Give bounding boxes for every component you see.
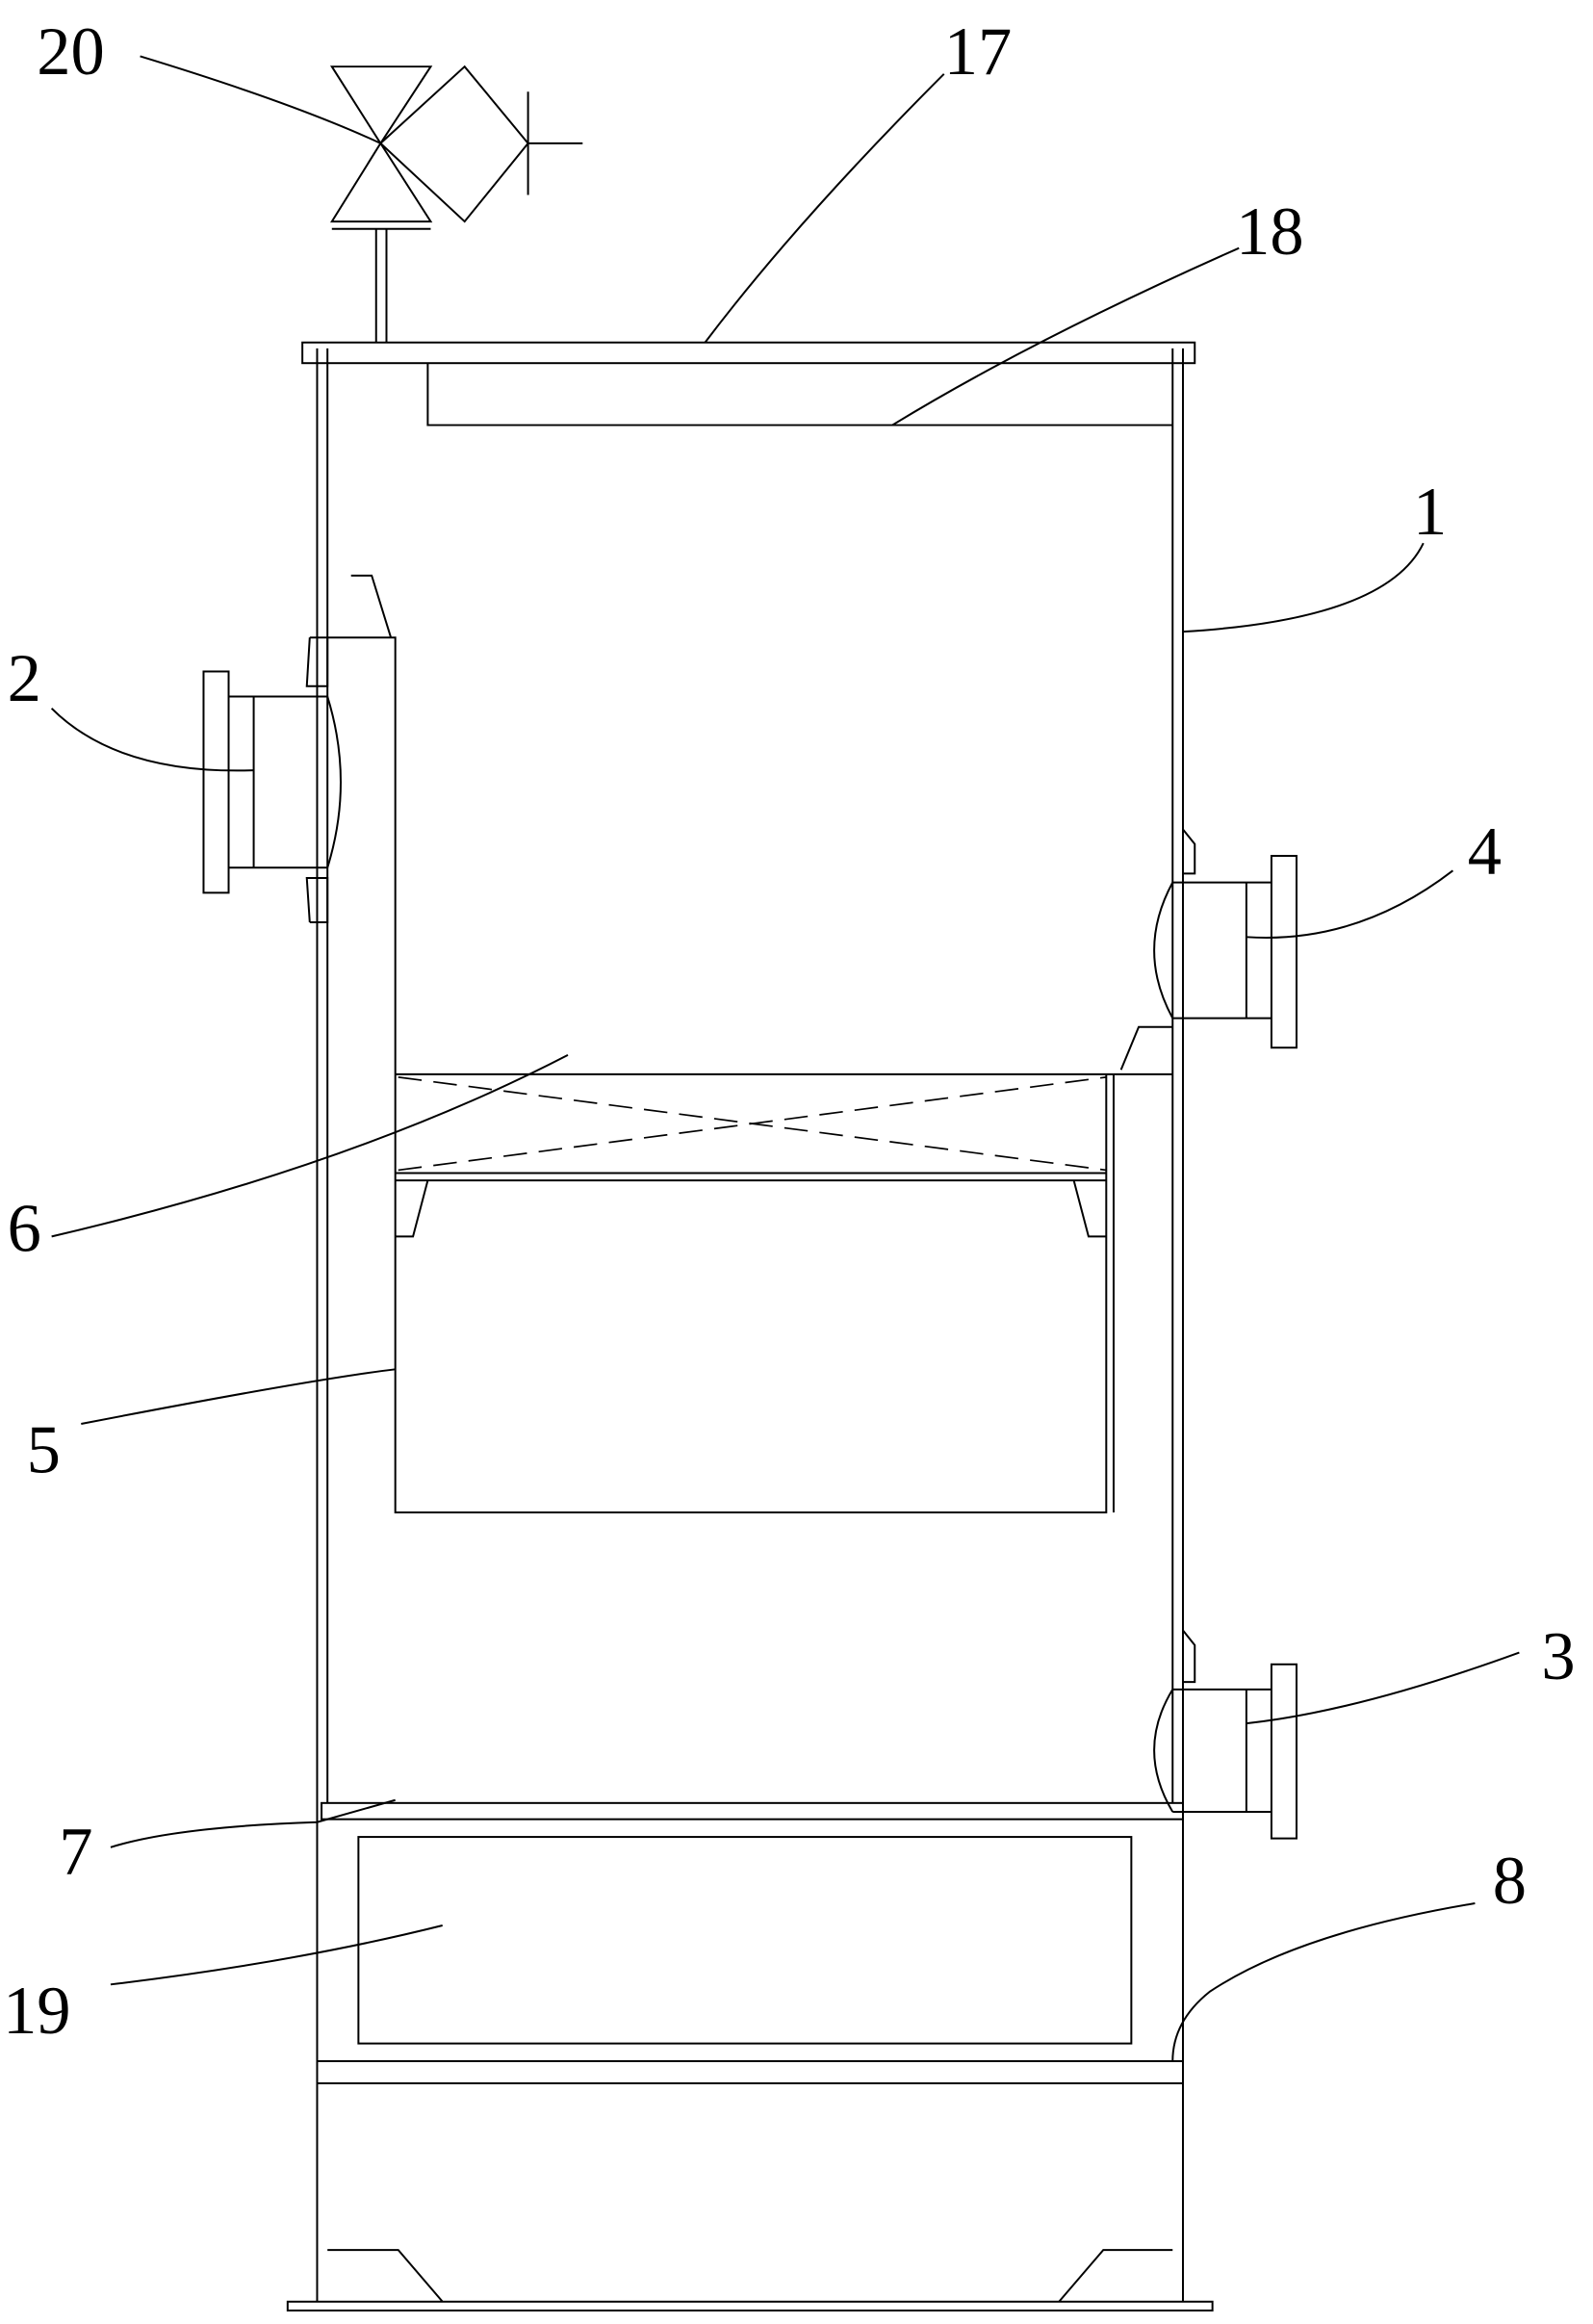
baffle-plate-18 — [426, 363, 1173, 426]
label-6: 6 — [8, 1192, 41, 1267]
label-1: 1 — [1413, 475, 1447, 550]
skirt-8 — [286, 1836, 1214, 2311]
label-3: 3 — [1541, 1619, 1575, 1694]
nozzle-4 — [1153, 828, 1298, 1049]
mesh-layer-6 — [395, 1072, 1114, 1182]
inner-cylinder-5 — [327, 574, 1173, 1513]
top-cover-17 — [301, 341, 1196, 365]
label-17: 17 — [944, 14, 1012, 90]
nozzle-3 — [1153, 1629, 1298, 1840]
label-19: 19 — [3, 1974, 70, 2049]
label-7: 7 — [59, 1814, 92, 1889]
label-20: 20 — [37, 14, 104, 90]
label-18: 18 — [1236, 194, 1303, 270]
label-8: 8 — [1493, 1844, 1527, 1919]
access-opening-19 — [357, 1836, 1133, 2045]
partition-plate-7 — [321, 1801, 1184, 1820]
label-5: 5 — [27, 1413, 61, 1488]
shell-1 — [316, 348, 1184, 2302]
label-2: 2 — [8, 641, 41, 716]
valve-20 — [329, 65, 583, 343]
leader-lines — [50, 55, 1520, 2062]
nozzle-2 — [202, 636, 342, 923]
label-4: 4 — [1468, 813, 1502, 889]
